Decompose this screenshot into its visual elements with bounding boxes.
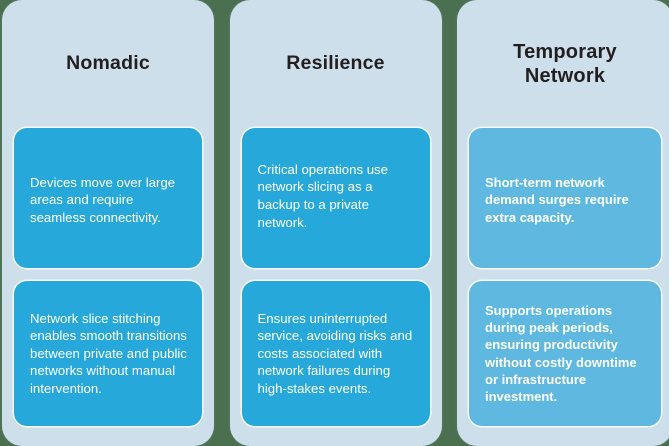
card-nomadic-2: Network slice stitching enables smooth t… [14,281,202,426]
column-resilience: Resilience Critical operations use netwo… [229,0,442,446]
card-nomadic-1: Devices move over large areas and requir… [14,128,202,268]
card-text-resilience-1: Critical operations use network slicing … [257,161,388,230]
card-temporary-network-2: Supports operations during peak periods,… [469,281,661,426]
column-nomadic: Nomadic Devices move over large areas an… [2,0,214,446]
card-list-nomadic: Devices move over large areas and requir… [14,128,202,446]
card-list-temporary-network: Short-term network demand surges require… [469,128,661,446]
card-text-temporary-network-2: Supports operations during peak periods,… [485,302,637,405]
card-resilience-1: Critical operations use network slicing … [241,128,430,268]
card-list-resilience: Critical operations use network slicing … [241,128,430,446]
column-title-temporary-network: Temporary Network [513,41,617,87]
column-temporary-network: Temporary Network Short-term network dem… [457,0,669,446]
card-text-resilience-2: Ensures uninterrupted service, avoiding … [257,310,413,396]
card-temporary-network-1: Short-term network demand surges require… [469,128,661,268]
column-title-resilience: Resilience [286,52,385,75]
card-resilience-2: Ensures uninterrupted service, avoiding … [241,281,430,426]
card-text-nomadic-1: Devices move over large areas and requir… [30,174,176,225]
card-text-nomadic-2: Network slice stitching enables smooth t… [30,310,187,396]
card-text-temporary-network-1: Short-term network demand surges require… [485,175,629,225]
column-title-nomadic: Nomadic [66,52,150,75]
